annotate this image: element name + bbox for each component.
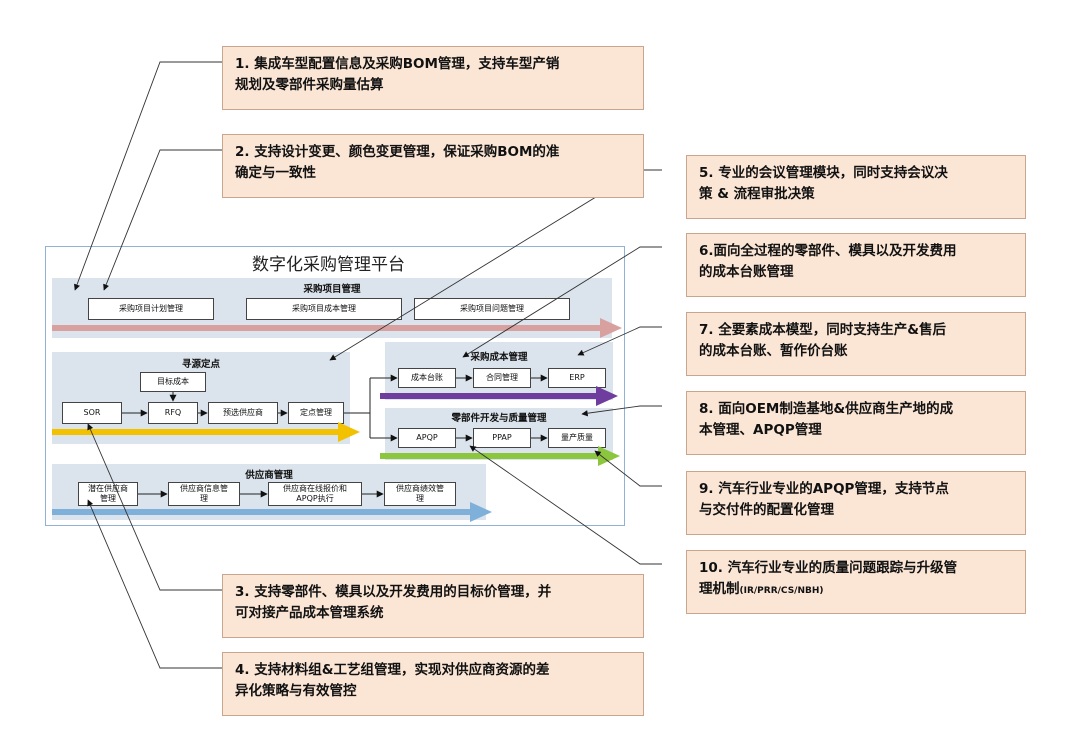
callout-4: 4. 支持材料组&工艺组管理，实现对供应商资源的差 异化策略与有效管控	[222, 652, 644, 716]
node-supplier-performance[interactable]: 供应商绩效管理	[384, 482, 456, 506]
platform-title: 数字化采购管理平台	[252, 255, 405, 275]
panel-title-supplier: 供应商管理	[245, 470, 293, 481]
callout-8: 8. 面向OEM制造基地&供应商生产地的成 本管理、APQP管理	[686, 391, 1026, 455]
node-nomination[interactable]: 定点管理	[288, 402, 344, 424]
callout-9: 9. 汽车行业专业的APQP管理，支持节点 与交付件的配置化管理	[686, 471, 1026, 535]
callout-10-suffix: (IR/PRR/CS/NBH)	[739, 586, 824, 596]
callout-5: 5. 专业的会议管理模块，同时支持会议决 策 & 流程审批决策	[686, 155, 1026, 219]
node-cost-ledger[interactable]: 成本台账	[398, 368, 456, 388]
node-supplier-online-quote[interactable]: 供应商在线报价和APQP执行	[268, 482, 362, 506]
callout-3: 3. 支持零部件、模具以及开发费用的目标价管理，并 可对接产品成本管理系统	[222, 574, 644, 638]
node-project-cost[interactable]: 采购项目成本管理	[246, 298, 402, 320]
callout-2: 2. 支持设计变更、颜色变更管理，保证采购BOM的准 确定与一致性	[222, 134, 644, 198]
callout-10: 10. 汽车行业专业的质量问题跟踪与升级管 理机制(IR/PRR/CS/NBH)	[686, 550, 1026, 614]
panel-title-cost: 采购成本管理	[470, 352, 528, 363]
panel-title-project: 采购项目管理	[303, 284, 361, 295]
node-preselect-supplier[interactable]: 预选供应商	[208, 402, 278, 424]
node-project-issue[interactable]: 采购项目问题管理	[414, 298, 570, 320]
node-potential-supplier[interactable]: 潜在供应商管理	[78, 482, 138, 506]
node-ppap[interactable]: PPAP	[473, 428, 531, 448]
callout-1: 1. 集成车型配置信息及采购BOM管理，支持车型产销 规划及零部件采购量估算	[222, 46, 644, 110]
panel-title-sourcing: 寻源定点	[181, 359, 220, 370]
node-sor[interactable]: SOR	[62, 402, 122, 424]
panel-title-quality: 零部件开发与质量管理	[451, 413, 547, 424]
node-contract[interactable]: 合同管理	[473, 368, 531, 388]
node-erp[interactable]: ERP	[548, 368, 606, 388]
node-project-plan[interactable]: 采购项目计划管理	[88, 298, 214, 320]
callout-6: 6.面向全过程的零部件、模具以及开发费用 的成本台账管理	[686, 233, 1026, 297]
node-rfq[interactable]: RFQ	[148, 402, 198, 424]
node-mass-production-quality[interactable]: 量产质量	[548, 428, 606, 448]
node-supplier-info[interactable]: 供应商信息管理	[168, 482, 240, 506]
node-target-cost[interactable]: 目标成本	[140, 372, 206, 392]
callout-7: 7. 全要素成本模型，同时支持生产&售后 的成本台账、暂作价台账	[686, 312, 1026, 376]
node-apqp[interactable]: APQP	[398, 428, 456, 448]
